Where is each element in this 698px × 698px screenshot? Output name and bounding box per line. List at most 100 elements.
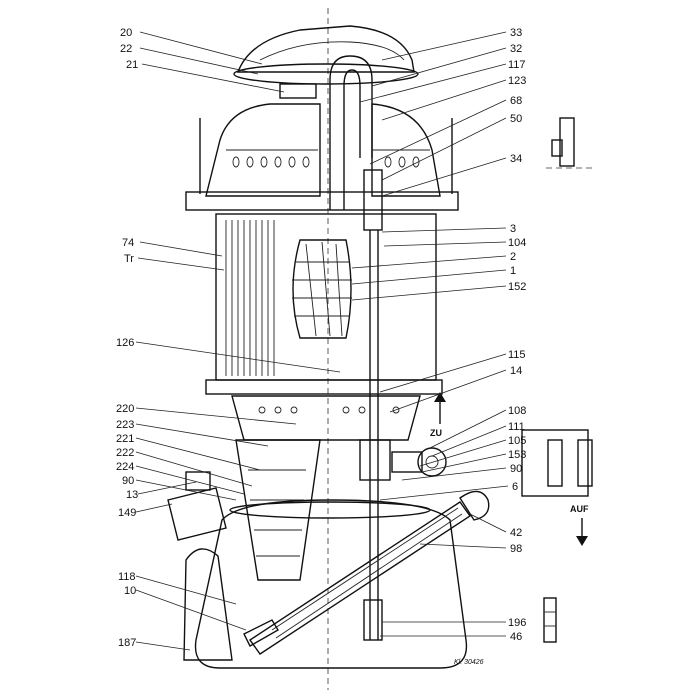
leader-line-3	[381, 227, 507, 233]
part-label-13: 13	[126, 489, 138, 501]
part-label-2: 2	[510, 251, 516, 263]
detail-inset-top	[546, 117, 596, 169]
part-label-20: 20	[120, 27, 132, 39]
leader-line-6	[379, 485, 509, 501]
part-label-153: 153	[508, 449, 526, 461]
leader-line-22	[139, 47, 259, 75]
part-label-74: 74	[122, 237, 134, 249]
leader-line-108	[429, 409, 507, 449]
part-label-33: 33	[510, 27, 522, 39]
ventilator-shell	[185, 103, 459, 211]
right-label-column: 33 32 117 123 68 50 34 3 104 2 1 152 115…	[508, 27, 526, 643]
glass-globe	[205, 213, 443, 395]
leader-line-98	[419, 543, 507, 549]
part-label-22: 22	[120, 43, 132, 55]
leader-line-105	[419, 439, 507, 467]
leader-line-153	[421, 453, 507, 473]
leader-line-32	[371, 47, 507, 87]
part-label-34: 34	[510, 153, 522, 165]
part-label-126: 126	[116, 337, 134, 349]
leader-line-117	[359, 63, 507, 103]
leader-line-50	[381, 117, 507, 181]
part-label-187: 187	[118, 637, 136, 649]
part-label-118: 118	[118, 571, 136, 583]
part-label-123: 123	[508, 75, 526, 87]
fuel-filler	[183, 548, 233, 661]
hood	[233, 25, 419, 99]
leader-line-14	[389, 369, 507, 413]
part-label-21: 21	[126, 59, 138, 71]
part-label-6: 6	[512, 481, 518, 493]
leader-line-90-right	[401, 467, 507, 481]
part-label-152: 152	[508, 281, 526, 293]
detail-inset-valve	[521, 429, 593, 497]
mantle	[292, 239, 352, 339]
leader-line-90-left	[135, 479, 237, 501]
leader-line-221	[135, 437, 261, 471]
leader-line-1	[351, 269, 507, 285]
leader-line-224	[135, 465, 245, 495]
leader-line-152	[351, 285, 507, 301]
part-label-46: 46	[510, 631, 522, 643]
generator-tube	[329, 55, 373, 210]
part-label-98: 98	[510, 543, 522, 555]
leader-line-20	[139, 31, 263, 65]
burner-base	[231, 395, 421, 441]
part-label-111: 111	[508, 421, 525, 433]
part-label-224: 224	[116, 461, 134, 473]
part-label-Tr: Tr	[124, 253, 134, 265]
part-label-90-left: 90	[122, 475, 134, 487]
leader-line-21	[141, 63, 285, 93]
pump-cylinder	[243, 490, 490, 655]
leader-line-111	[431, 425, 507, 457]
part-label-221: 221	[116, 433, 134, 445]
part-label-90-right: 90	[510, 463, 522, 475]
leader-line-149	[135, 503, 173, 513]
side-cap	[167, 471, 227, 541]
part-label-115: 115	[508, 349, 526, 361]
leader-line-118	[135, 575, 237, 605]
leader-line-34	[381, 157, 507, 197]
part-label-14: 14	[510, 365, 522, 377]
preheater	[235, 439, 321, 581]
zu-arrow	[434, 392, 446, 424]
leader-line-222	[135, 451, 253, 487]
part-label-117: 117	[508, 59, 526, 71]
leader-line-10	[135, 589, 247, 631]
leader-line-104	[383, 241, 507, 247]
artist-signature: Kl. 30426	[454, 659, 484, 666]
leader-line-42	[469, 513, 507, 533]
leader-line-187	[135, 641, 191, 651]
part-label-50: 50	[510, 113, 522, 125]
part-label-105: 105	[508, 435, 526, 447]
part-label-3: 3	[510, 223, 516, 235]
zu-label: ZU	[430, 428, 442, 438]
leader-lines	[135, 31, 509, 651]
part-label-149: 149	[118, 507, 136, 519]
auf-arrow	[576, 518, 588, 546]
leader-line-13	[137, 481, 197, 495]
part-label-108: 108	[508, 405, 526, 417]
auf-label: AUF	[570, 504, 589, 514]
part-label-32: 32	[510, 43, 522, 55]
leader-line-115	[379, 353, 507, 393]
part-label-223: 223	[116, 419, 134, 431]
part-label-104: 104	[508, 237, 526, 249]
leader-line-33	[381, 31, 507, 61]
left-label-column: 20 22 21 74 Tr 126 220 223 221 222 224 9…	[116, 27, 138, 649]
leader-line-2	[351, 255, 507, 269]
lantern-drawing	[167, 25, 596, 669]
part-label-68: 68	[510, 95, 522, 107]
part-label-196: 196	[508, 617, 526, 629]
leader-line-223	[135, 423, 269, 447]
part-label-10: 10	[124, 585, 136, 597]
part-label-1: 1	[510, 265, 516, 277]
leader-line-123	[381, 79, 507, 121]
fuel-tank	[194, 499, 468, 669]
leader-line-Tr	[137, 257, 225, 271]
leader-line-74	[139, 241, 223, 257]
leader-line-126	[135, 341, 341, 373]
leader-line-220	[135, 407, 297, 425]
part-label-42: 42	[510, 527, 522, 539]
